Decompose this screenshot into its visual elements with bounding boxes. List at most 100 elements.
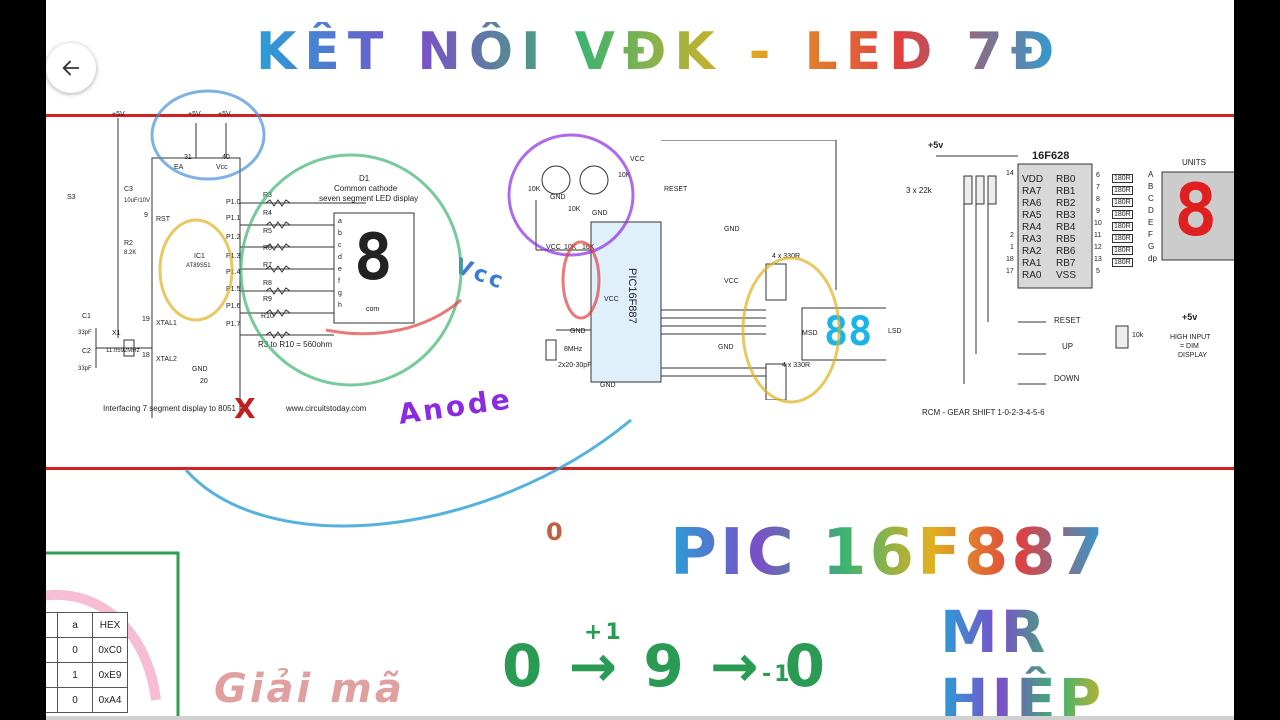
gnd-4: GND — [600, 382, 616, 389]
v5-label-1: +5V — [112, 111, 125, 118]
reset-label: RESET — [664, 186, 688, 193]
pin-rb3: RB3 — [1056, 210, 1076, 221]
rnum-6: 6 — [1096, 172, 1100, 179]
rnum-8: 8 — [1096, 196, 1100, 203]
resistor-r10: R10 — [261, 313, 274, 320]
num-18: 18 — [1006, 256, 1014, 263]
table-cell — [46, 687, 58, 713]
table-cell: 0xC0 — [92, 637, 128, 663]
pin-rb4: RB4 — [1056, 222, 1076, 233]
crystal-label: 8MHz — [564, 346, 583, 353]
back-button[interactable] — [46, 43, 96, 93]
resnet-1: 4 x 330R — [772, 253, 801, 260]
down-btn-label: DOWN — [1054, 374, 1080, 383]
seg-c: c — [338, 242, 342, 249]
com-label: com — [366, 306, 380, 313]
seg-a: a — [338, 218, 342, 225]
pullup-label: 3 x 22k — [906, 186, 932, 195]
pin-ra5: RA5 — [1022, 210, 1042, 221]
r2-label: R2 — [124, 240, 133, 247]
c2-value: 33pF — [78, 366, 92, 372]
high-input-1: HIGH INPUT — [1170, 334, 1211, 341]
v5b-label: +5v — [1182, 312, 1198, 322]
seg-E: E — [1148, 218, 1154, 227]
decode-table: d a HEX 0 0xC0 1 0xE9 0 0xA4 — [46, 612, 128, 713]
resistor-note: R3 to R10 = 560ohm — [258, 340, 333, 349]
chip-title: PIC 16F887 — [670, 516, 1107, 590]
whiteboard-canvas[interactable]: KẾT NỐI VĐK - LED 7Đ — [46, 0, 1234, 720]
resistor-r5: R5 — [263, 228, 272, 235]
seg-B: B — [1148, 182, 1154, 191]
schematic-16f628-wires — [936, 155, 1234, 385]
msd-label: MSD — [802, 330, 818, 337]
schematic-caption: Interfacing 7 segment display to 8051 — [103, 404, 236, 413]
r10k-1: 10K — [528, 186, 541, 193]
schematic-pic16f887: VCC 10K 10K 10K 10K 10K VCC GND GND GND … — [506, 140, 902, 400]
ea-label: EA — [174, 164, 184, 171]
rnum-13: 13 — [1094, 256, 1102, 263]
pin-rb2: RB2 — [1056, 198, 1076, 209]
counter-step-up: +1 — [584, 620, 624, 645]
res-180r-5: 180R — [1112, 222, 1133, 231]
rnum-10: 10 — [1094, 220, 1102, 227]
pin-rb1: RB1 — [1056, 186, 1076, 197]
res-180r-1: 180R — [1112, 174, 1133, 183]
schematic-website: www.circuitstoday.com — [286, 404, 367, 413]
res-180r-7: 180R — [1112, 246, 1133, 255]
pin40-label: 40 — [222, 154, 230, 161]
num-2: 2 — [1010, 232, 1014, 239]
vcc-label: Vcc — [216, 164, 228, 171]
r10k-4: 10K — [564, 244, 577, 251]
vcc-right: VCC — [724, 278, 739, 285]
pic-chip-label: PIC16F887 — [626, 268, 638, 324]
gnd-3: GND — [570, 328, 586, 335]
pin-ra2: RA2 — [1022, 246, 1042, 257]
port-p10: P1.0 — [226, 199, 241, 206]
pin-ra0: RA0 — [1022, 270, 1042, 281]
rnum-9: 9 — [1096, 208, 1100, 215]
table-row: 0 0xA4 — [46, 687, 128, 713]
seg-G: G — [1148, 242, 1155, 251]
rnum-7: 7 — [1096, 184, 1100, 191]
resistor-r9: R9 — [263, 296, 272, 303]
author-label: MR HIỆP — [940, 598, 1234, 720]
table-header: a — [57, 612, 93, 638]
counter-note: 0 → 9 → 0 +1 -1 — [502, 620, 882, 720]
pin-ra6: RA6 — [1022, 198, 1042, 209]
chip-16f628: 16F628 — [1032, 150, 1070, 162]
pin18-label: 18 — [142, 352, 150, 359]
table-cell: 0 — [57, 687, 93, 713]
r10k-5: 10K — [582, 244, 595, 251]
dual-seven-seg-display: 88 — [824, 309, 873, 355]
c1-label: C1 — [82, 313, 91, 320]
num-14: 14 — [1006, 170, 1014, 177]
pin31-label: 31 — [184, 154, 192, 161]
rnum-5: 5 — [1096, 268, 1100, 275]
schematic-pic-wires — [535, 140, 886, 400]
counter-note-text: 0 → 9 → 0 — [502, 632, 829, 700]
port-p13: P1.3 — [226, 253, 241, 260]
bottom-border — [46, 716, 1234, 720]
table-cell: 0xE9 — [92, 662, 128, 688]
port-p11: P1.1 — [226, 215, 241, 222]
units-digit: 8 — [1174, 168, 1218, 252]
resistor-r7: R7 — [263, 262, 272, 269]
schematic-16f628: +5v 3 x 22k 16F628 UNITS 8 VDD RA7 RA6 R… — [906, 140, 1234, 430]
seg-b: b — [338, 230, 342, 237]
table-cell: 0 — [57, 637, 93, 663]
pin-rb0: RB0 — [1056, 174, 1076, 185]
res-180r-4: 180R — [1112, 210, 1133, 219]
seg-C: C — [1148, 194, 1154, 203]
port-p16: P1.6 — [226, 303, 241, 310]
gnd-1: GND — [550, 194, 566, 201]
table-header-row: d a HEX — [46, 612, 128, 638]
port-p12: P1.2 — [226, 234, 241, 241]
pin20-label: 20 — [200, 378, 208, 385]
r2-value: 8.2K — [124, 250, 137, 256]
annotation-vcc: Vcc — [451, 253, 509, 296]
r10k-label: 10k — [1132, 332, 1144, 339]
arrow-left-icon — [62, 60, 80, 76]
c1-value: 33pF — [78, 330, 92, 336]
v5-label-2: +5V — [188, 111, 201, 118]
seg-e: e — [338, 266, 342, 273]
